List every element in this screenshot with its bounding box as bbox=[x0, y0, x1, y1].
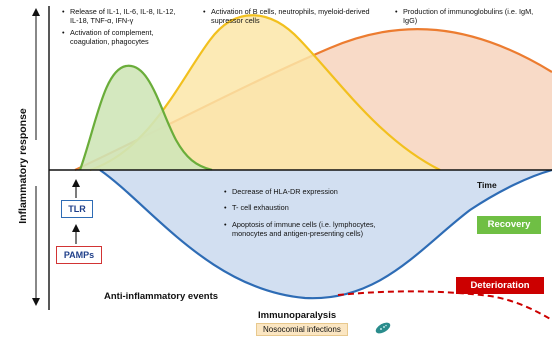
anti-inflammatory-list: Decrease of HLA-DR expression T- cell ex… bbox=[224, 187, 399, 240]
arrow-up-icon bbox=[72, 224, 80, 244]
list-item: Release of IL-1, IL-6, IL-8, IL-12, IL-1… bbox=[62, 7, 180, 26]
list-item: Apoptosis of immune cells (i.e. lymphocy… bbox=[224, 220, 399, 239]
list-item: T- cell exhaustion bbox=[224, 203, 399, 213]
arrow-up-icon bbox=[72, 179, 80, 198]
x-axis-label: Time bbox=[477, 180, 497, 190]
yellow-area bbox=[90, 15, 440, 170]
early-cytokine-list: Release of IL-1, IL-6, IL-8, IL-12, IL-1… bbox=[62, 7, 180, 48]
list-item: Production of immunoglobulins (i.e. IgM,… bbox=[395, 7, 545, 26]
anti-inflammatory-label: Anti-inflammatory events bbox=[104, 291, 219, 302]
green-curve bbox=[78, 64, 213, 172]
green-area bbox=[80, 65, 212, 170]
arrow-up-icon bbox=[32, 8, 40, 140]
tlr-box: TLR bbox=[61, 200, 93, 218]
deterioration-badge: Deterioration bbox=[456, 277, 544, 294]
immunoglobulin-list: Production of immunoglobulins (i.e. IgM,… bbox=[395, 7, 545, 28]
list-item: Decrease of HLA-DR expression bbox=[224, 187, 399, 197]
bacteria-icon bbox=[375, 322, 391, 334]
dashed-deterioration-line bbox=[337, 290, 552, 321]
pamps-box: PAMPs bbox=[56, 246, 102, 264]
recovery-badge: Recovery bbox=[477, 216, 541, 234]
arrow-down-icon bbox=[32, 186, 40, 306]
blue-curve bbox=[99, 168, 552, 300]
nosocomial-infections-label: Nosocomial infections bbox=[256, 323, 348, 336]
y-axis-label: Inflammatory response bbox=[17, 108, 29, 224]
immunoparalysis-label: Immunoparalysis bbox=[258, 310, 337, 321]
b-cell-activation-list: Activation of B cells, neutrophils, myel… bbox=[203, 7, 371, 28]
list-item: Activation of B cells, neutrophils, myel… bbox=[203, 7, 371, 26]
list-item: Activation of complement, coagulation, p… bbox=[62, 28, 180, 47]
